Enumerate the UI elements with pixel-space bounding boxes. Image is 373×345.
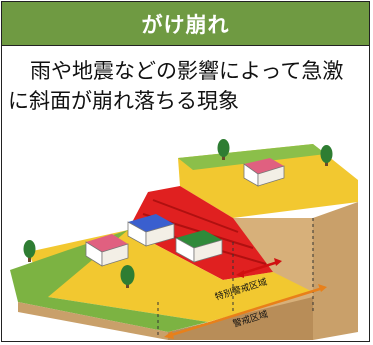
card-title: がけ崩れ [141,12,230,37]
base-soil-right [168,297,313,340]
landslide-illustration: 特別警戒区域 警戒区域 [8,122,364,340]
cliff-side [313,202,358,340]
house-green [175,230,223,263]
tree-1 [217,139,230,160]
warning-zone-arrow [164,284,327,339]
house-blue [127,214,175,247]
card-header: がけ崩れ [2,2,369,46]
tree-2 [320,145,333,166]
upper-grass [178,144,326,170]
special-zone-arrow [236,258,282,278]
house-pink [85,234,129,267]
house-top [243,158,285,187]
info-card: がけ崩れ 雨や地震などの影響によって急激に斜面が崩れ落ちる現象 [1,1,370,342]
tree-4 [120,265,135,288]
base-soil [18,302,168,340]
lower-grass [10,230,208,332]
tree-3 [23,240,36,262]
description-text: 雨や地震などの影響によって急激に斜面が崩れ落ちる現象 [8,59,344,113]
